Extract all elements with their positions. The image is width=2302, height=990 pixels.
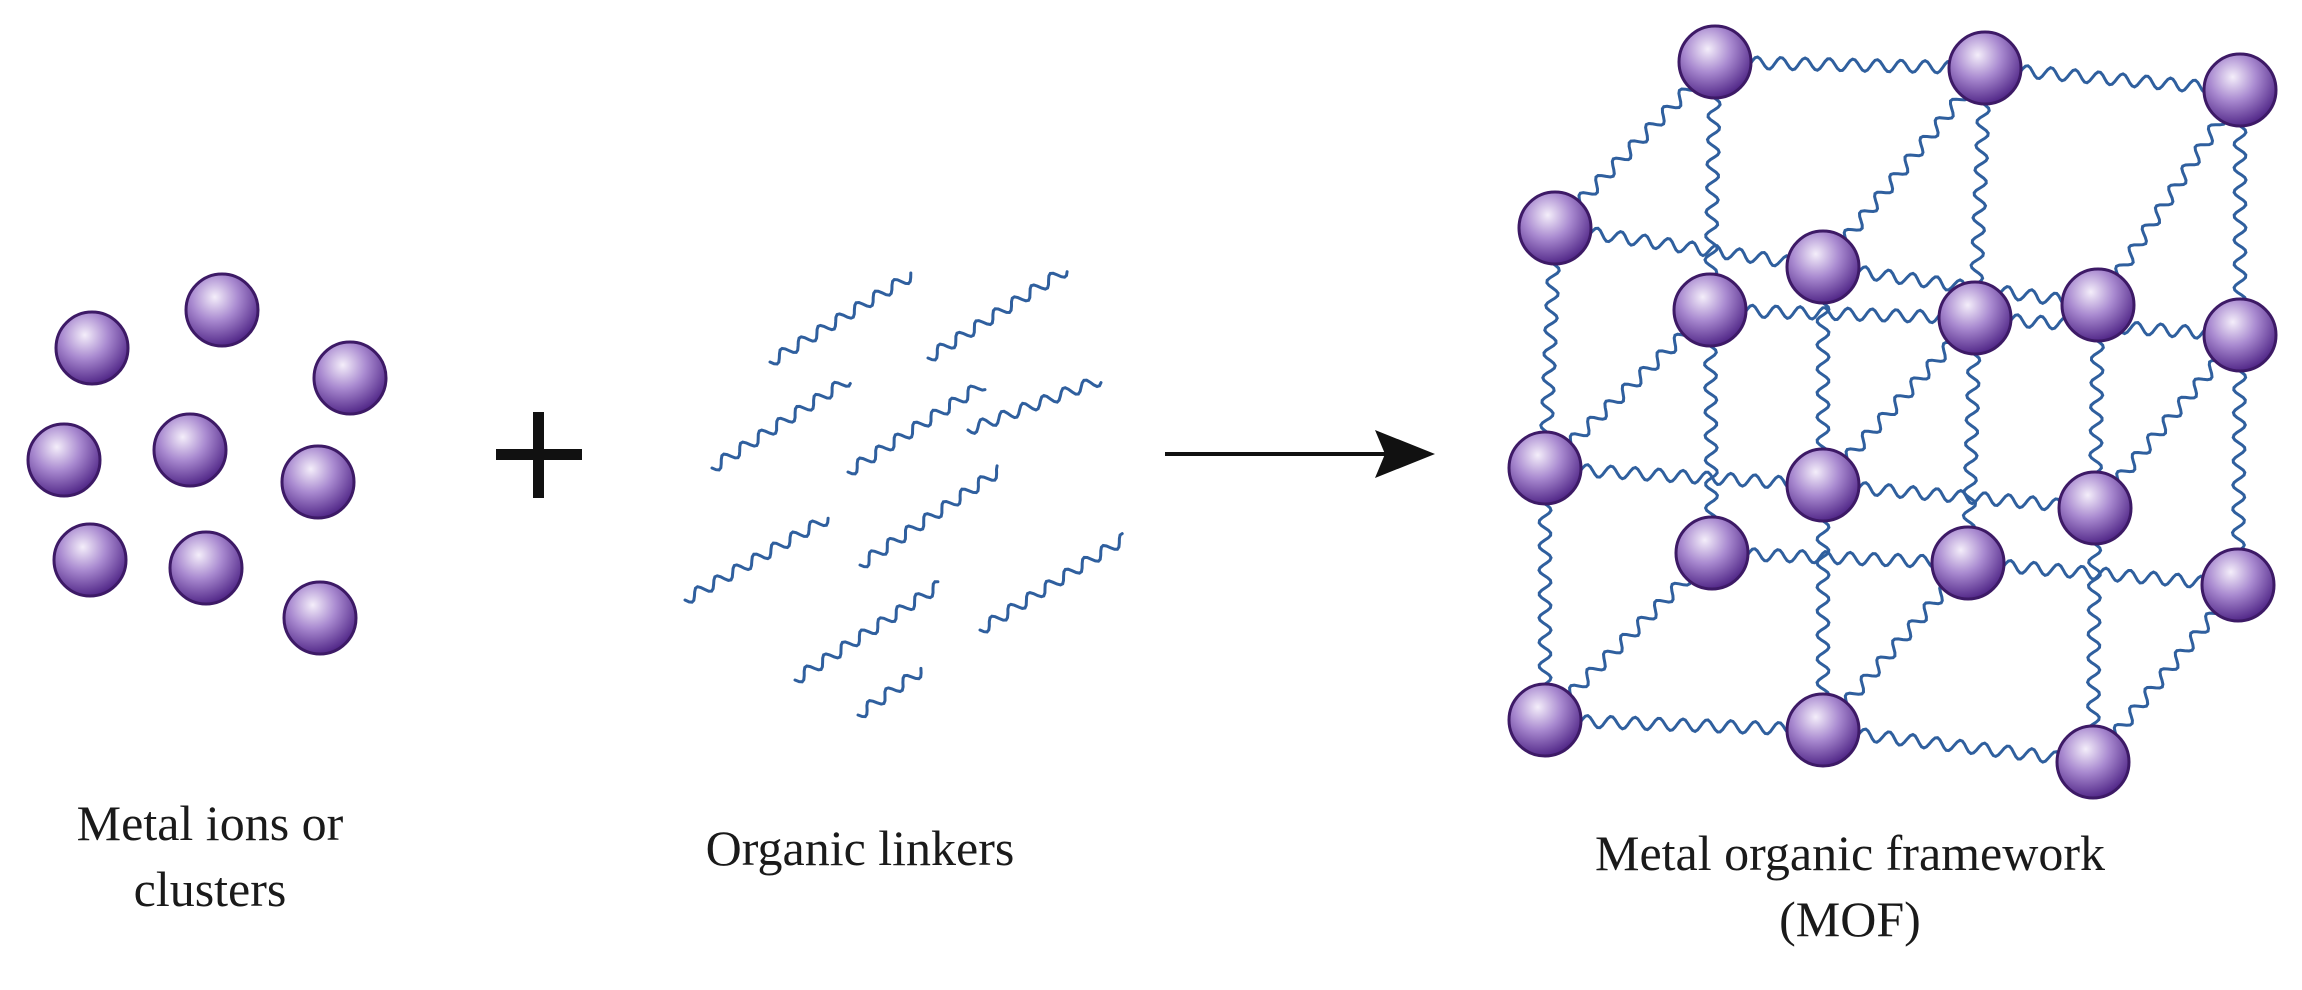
free-linkers-group bbox=[683, 270, 1124, 719]
metal-ion-sphere-icon bbox=[52, 522, 128, 598]
organic-linker-icon bbox=[768, 271, 913, 366]
mof-linker-icon bbox=[2232, 88, 2248, 337]
mof-node-sphere-icon bbox=[1672, 272, 1748, 348]
organic-linker-icon bbox=[926, 270, 1069, 362]
metal-ion-sphere-icon bbox=[312, 340, 388, 416]
mof-linker-icon bbox=[1821, 63, 1986, 269]
mof-node-sphere-icon bbox=[1785, 692, 1861, 768]
metal-ion-sphere-icon bbox=[152, 412, 228, 488]
mof-linker-icon bbox=[1713, 54, 1987, 76]
organic-linker-icon bbox=[858, 464, 999, 569]
mof-linker-icon bbox=[1702, 60, 1723, 312]
mof-linker-icon bbox=[1538, 226, 1562, 470]
mof-linker-icon bbox=[1553, 57, 1716, 231]
organic-linker-icon bbox=[793, 580, 940, 684]
organic-linkers-label: Organic linkers bbox=[640, 815, 1080, 881]
organic-linkers-label-text: Organic linkers bbox=[705, 820, 1015, 876]
mof-linker-icon bbox=[1702, 308, 1720, 555]
mof-linker-icon bbox=[1960, 316, 1983, 565]
mof-linker-icon bbox=[1983, 61, 2242, 97]
free-metal-ions-group bbox=[26, 272, 388, 656]
mof-node-sphere-icon bbox=[1785, 229, 1861, 305]
mof-node-sphere-icon bbox=[2055, 724, 2131, 800]
mof-linker-icon bbox=[1537, 466, 1553, 722]
mof-node-sphere-icon bbox=[1674, 515, 1750, 591]
mof-linker-icon bbox=[1710, 546, 1970, 571]
mof-linker-icon bbox=[1543, 308, 1712, 471]
mof-links-group bbox=[1537, 54, 2248, 770]
organic-linker-icon bbox=[710, 380, 852, 472]
mof-linker-icon bbox=[1543, 547, 1710, 723]
mof-node-sphere-icon bbox=[1517, 190, 1593, 266]
mof-linker-icon bbox=[2230, 333, 2248, 587]
metal-ion-sphere-icon bbox=[280, 444, 356, 520]
metal-ion-sphere-icon bbox=[54, 310, 130, 386]
mof-linker-icon bbox=[2085, 506, 2103, 764]
mof-linker-icon bbox=[1967, 66, 1992, 320]
mof-linker-icon bbox=[1708, 302, 1977, 325]
organic-linker-icon bbox=[846, 384, 987, 476]
mof-nodes-group bbox=[1507, 24, 2278, 800]
mof-node-sphere-icon bbox=[2060, 267, 2136, 343]
organic-linker-icon bbox=[683, 516, 830, 604]
metal-ions-label-line2: clusters bbox=[133, 861, 287, 917]
metal-ion-sphere-icon bbox=[26, 422, 102, 498]
mof-linker-icon bbox=[1821, 318, 1980, 488]
mof-linker-icon bbox=[1543, 461, 1825, 492]
mof-label-line2: (MOF) bbox=[1779, 891, 1921, 947]
mof-linker-icon bbox=[2091, 582, 2241, 764]
mof-node-sphere-icon bbox=[1507, 682, 1583, 758]
mof-label: Metal organic framework (MOF) bbox=[1490, 820, 2210, 952]
mof-node-sphere-icon bbox=[1947, 30, 2023, 106]
plus-icon bbox=[496, 412, 582, 498]
metal-ion-sphere-icon bbox=[168, 530, 244, 606]
metal-ions-label: Metal ions or clusters bbox=[0, 790, 420, 922]
organic-linker-icon bbox=[856, 666, 923, 719]
mof-linker-icon bbox=[1821, 261, 2100, 312]
mof-node-sphere-icon bbox=[1677, 24, 1753, 100]
metal-ion-sphere-icon bbox=[282, 580, 358, 656]
mof-node-sphere-icon bbox=[2202, 297, 2278, 373]
mof-linker-icon bbox=[1821, 724, 2094, 770]
mof-node-sphere-icon bbox=[1785, 447, 1861, 523]
mof-linker-icon bbox=[1543, 713, 1825, 738]
mof-linker-icon bbox=[1821, 478, 2097, 516]
mof-linker-icon bbox=[2093, 335, 2245, 510]
organic-linker-icon bbox=[978, 532, 1124, 634]
mof-node-sphere-icon bbox=[2057, 470, 2133, 546]
mof-linker-icon bbox=[1553, 222, 1824, 275]
mof-node-sphere-icon bbox=[1507, 430, 1583, 506]
reaction-arrow-icon bbox=[1165, 430, 1435, 478]
symbols-group bbox=[496, 412, 1435, 498]
mof-node-sphere-icon bbox=[1937, 280, 2013, 356]
mof-linker-icon bbox=[1966, 556, 2239, 593]
mof-node-sphere-icon bbox=[2202, 52, 2278, 128]
metal-ions-label-line1: Metal ions or bbox=[76, 795, 344, 851]
mof-linker-icon bbox=[2096, 85, 2241, 307]
organic-linker-icon bbox=[966, 378, 1103, 435]
metal-ion-sphere-icon bbox=[184, 272, 260, 348]
mof-label-line1: Metal organic framework bbox=[1595, 825, 2105, 881]
mof-node-sphere-icon bbox=[2200, 547, 2276, 623]
mof-node-sphere-icon bbox=[1930, 525, 2006, 601]
mof-linker-icon bbox=[1815, 483, 1831, 732]
